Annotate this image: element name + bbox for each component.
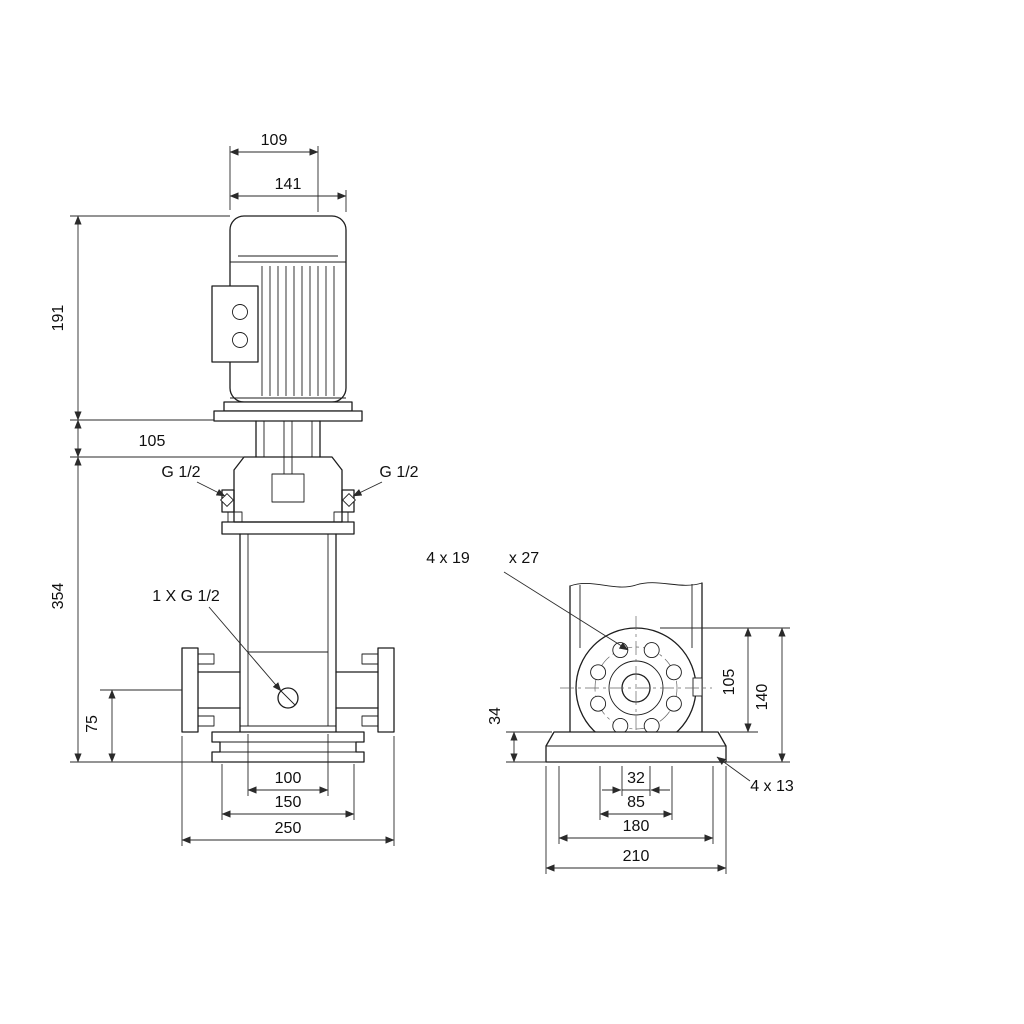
flange-bolt-holes xyxy=(590,642,682,734)
flange-holes-label-2: x 27 xyxy=(509,550,539,567)
sleeve xyxy=(239,533,337,733)
flange-bolt-bottom-left xyxy=(197,715,215,727)
base-holes-leader xyxy=(716,756,751,782)
staybolt-nut-right xyxy=(333,511,349,523)
front-view: 109 141 191 105 354 75 100 xyxy=(50,132,419,846)
dim-label-210: 210 xyxy=(623,848,650,865)
cable-entry-bottom xyxy=(232,332,248,348)
staybolt-nut-left xyxy=(227,511,243,523)
motor xyxy=(211,215,363,422)
port-label-left: G 1/2 xyxy=(161,464,200,481)
flange-tab xyxy=(692,677,703,697)
port-leader-left xyxy=(196,481,226,497)
dim-label-105-side: 105 xyxy=(721,669,738,696)
dim-label-34: 34 xyxy=(487,707,504,725)
dimensions-side: 34 105 140 32 85 180 xyxy=(426,550,794,874)
dimensions-front: 109 141 191 105 354 75 100 xyxy=(50,132,419,846)
dim-label-191: 191 xyxy=(50,305,67,332)
base-plate-side xyxy=(545,731,727,763)
flange-bolt-top-left xyxy=(197,653,215,665)
coupling-block xyxy=(271,473,305,503)
dim-label-150: 150 xyxy=(275,794,302,811)
terminal-box xyxy=(211,285,259,363)
dim-label-32: 32 xyxy=(627,770,645,787)
drain-label: 1 X G 1/2 xyxy=(152,588,220,605)
discharge-flange-right xyxy=(335,647,395,733)
dim-label-105-front: 105 xyxy=(139,433,166,450)
break-line xyxy=(569,582,703,588)
pump-head xyxy=(219,456,357,535)
dim-label-85: 85 xyxy=(627,794,645,811)
suction-flange-left xyxy=(181,647,241,733)
cable-entry-top xyxy=(232,304,248,320)
base-plate-front xyxy=(211,731,365,763)
base-holes-label: 4 x 13 xyxy=(750,778,794,795)
plug-left xyxy=(219,492,235,508)
motor-fins xyxy=(261,266,335,396)
dim-label-250: 250 xyxy=(275,820,302,837)
head-flange xyxy=(221,521,355,535)
plug-right xyxy=(341,492,357,508)
flange-bolt-top-right xyxy=(361,653,379,665)
dim-label-140: 140 xyxy=(754,684,771,711)
motor-stool-plate xyxy=(213,410,363,422)
dim-label-109: 109 xyxy=(261,132,288,149)
dim-label-141: 141 xyxy=(275,176,302,193)
dim-label-75: 75 xyxy=(84,715,101,733)
flange-face xyxy=(560,616,712,766)
drain-leader xyxy=(208,606,282,692)
flange-bolt-bottom-right xyxy=(361,715,379,727)
flange-holes-leader xyxy=(503,571,629,651)
side-view: 34 105 140 32 85 180 xyxy=(426,550,794,874)
flange-holes-label: 4 x 19 xyxy=(426,550,470,567)
dim-label-100: 100 xyxy=(275,770,302,787)
side-sleeve xyxy=(569,582,703,733)
motor-flange xyxy=(223,401,353,412)
port-label-right: G 1/2 xyxy=(379,464,418,481)
dim-label-180: 180 xyxy=(623,818,650,835)
coupling-stool xyxy=(255,420,321,474)
dim-label-354: 354 xyxy=(50,583,67,610)
port-leader-right xyxy=(352,481,383,497)
